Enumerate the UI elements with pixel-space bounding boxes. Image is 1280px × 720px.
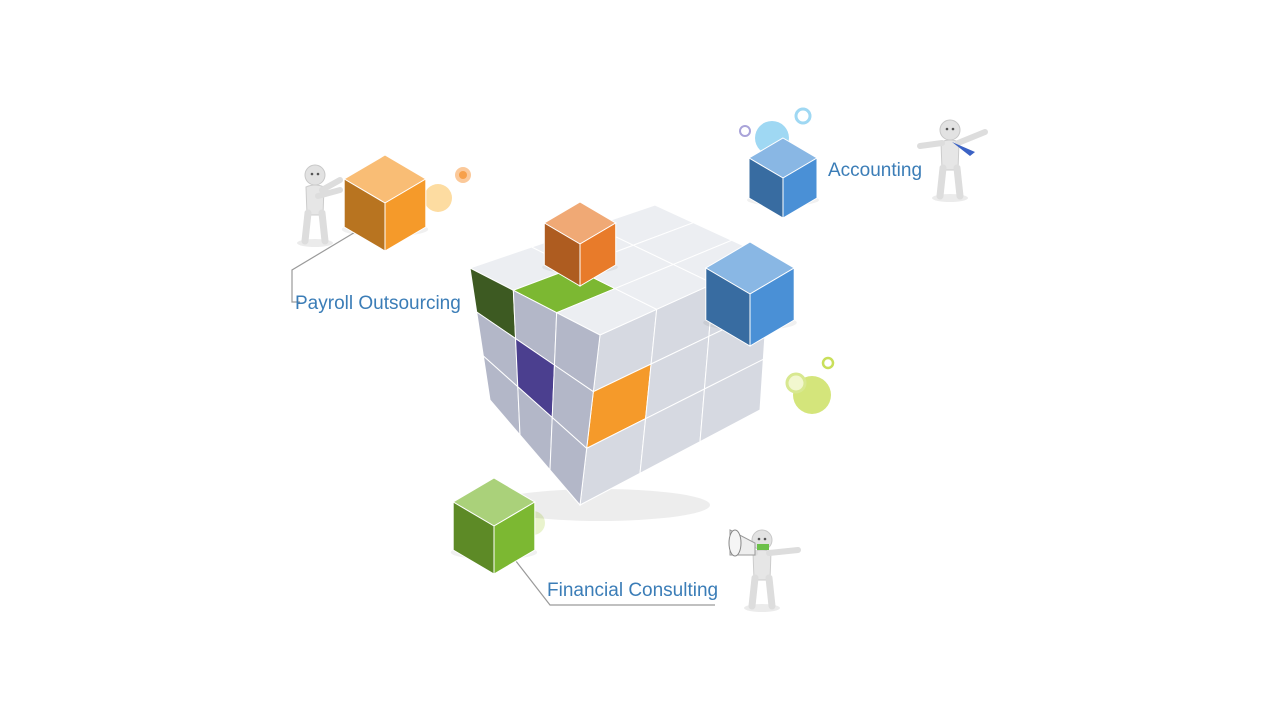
cube-right — [749, 267, 795, 347]
figure-presenting — [917, 119, 988, 202]
payroll-connector — [291, 227, 363, 303]
cube-right — [579, 222, 617, 287]
figure-pushing-cube — [297, 164, 343, 247]
small-cubes — [341, 137, 819, 575]
accounting-label: Accounting — [828, 160, 923, 181]
top-orange-cube — [542, 201, 618, 287]
main-cube-tile — [549, 416, 588, 507]
main-cube — [468, 204, 772, 521]
cube-right — [782, 157, 818, 219]
payroll-cube — [341, 154, 429, 252]
cube-right — [384, 178, 427, 252]
payroll-outsourcing-label: Payroll Outsourcing — [295, 293, 461, 314]
cube-right — [493, 501, 536, 575]
figure-megaphone — [728, 529, 801, 612]
connector-lines — [291, 227, 715, 606]
financial-cube — [450, 477, 538, 575]
accounting-cube — [747, 137, 819, 219]
financial-connector — [511, 555, 715, 606]
financial-consulting-label: Financial Consulting — [547, 580, 719, 601]
top-blue-cube — [703, 241, 797, 347]
main-cube-tile — [699, 358, 764, 443]
figures — [297, 119, 988, 612]
tie-icon — [952, 142, 975, 156]
